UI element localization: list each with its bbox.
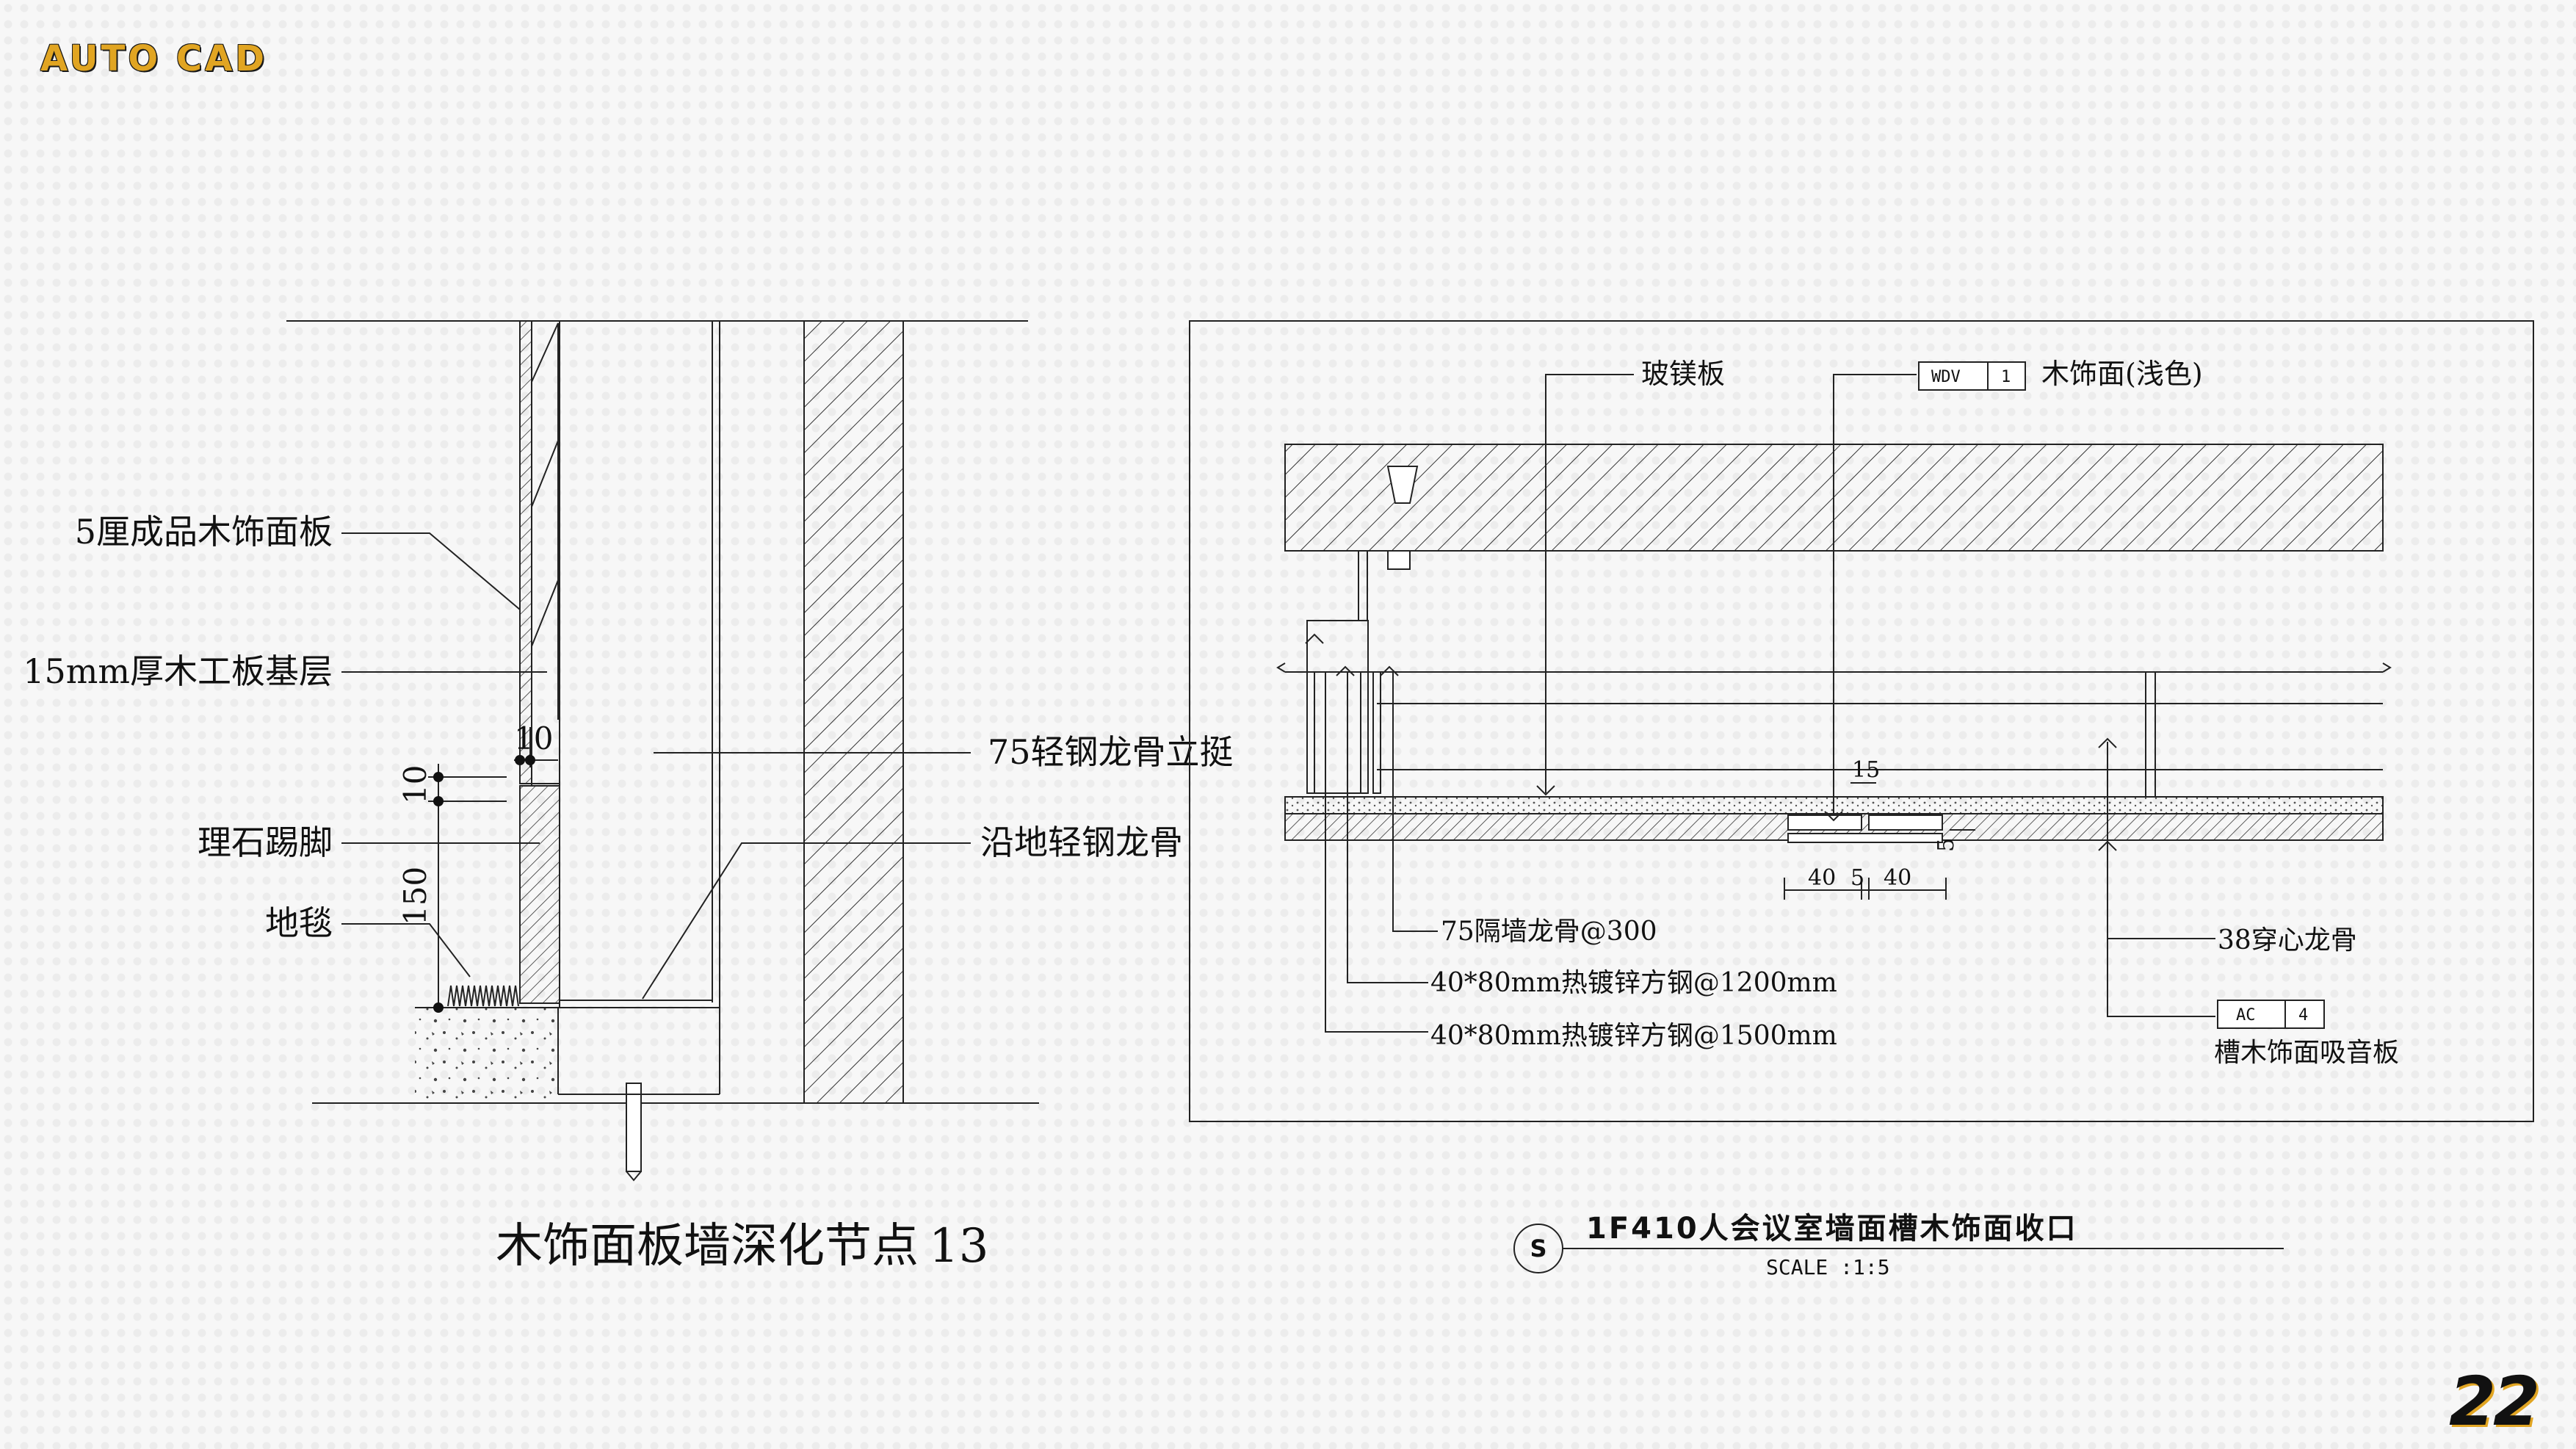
dim-150: 150 <box>397 867 433 925</box>
label-channel-38: 38穿心龙骨 <box>2218 925 2357 955</box>
page-number: 22 <box>2449 1362 2540 1441</box>
label-acoustic-panel: 槽木饰面吸音板 <box>2214 1038 2399 1068</box>
left-title: 木饰面板墙深化节点 <box>496 1219 919 1273</box>
label-mgo-board: 玻镁板 <box>1641 358 1725 390</box>
dim-40-left: 40 <box>1808 865 1836 891</box>
label-floor-track: 沿地轻钢龙骨 <box>980 823 1183 862</box>
label-partition-stud: 75隔墙龙骨@300 <box>1441 917 1657 947</box>
tag-ac-num: 4 <box>2298 1006 2308 1025</box>
dim-10-top: 10 <box>514 720 553 756</box>
right-title: 1F410人会议室墙面槽木饰面收口 <box>1586 1212 2078 1246</box>
dim-10-side: 10 <box>397 765 433 804</box>
left-title-number: 13 <box>929 1219 988 1273</box>
left-dim-dots <box>433 755 535 1013</box>
right-scale: SCALE :1:5 <box>1766 1255 1890 1279</box>
label-steel-tube-1200: 40*80mm热镀锌方钢@1200mm <box>1430 968 1837 998</box>
brand-logo: AUTO CAD <box>40 38 268 79</box>
title-symbol: S <box>1530 1235 1546 1262</box>
label-wood-face: 木饰面(浅色) <box>2041 358 2203 390</box>
dim-40-right: 40 <box>1884 865 1911 891</box>
right-detail-drawing <box>1189 320 2534 1273</box>
dim-5-mid: 5 <box>1850 865 1864 891</box>
label-plywood: 15mm厚木工板基层 <box>23 651 333 691</box>
tag-ac-code: AC <box>2236 1006 2256 1025</box>
tag-wdv-code: WDV <box>1931 368 1961 386</box>
label-wood-panel: 5厘成品木饰面板 <box>75 512 333 552</box>
label-steel-stud: 75轻钢龙骨立挺 <box>988 732 1234 772</box>
tag-wdv-num: 1 <box>2001 368 2011 386</box>
dim-5-right: 5 <box>1933 838 1959 852</box>
dim-15: 15 <box>1852 757 1880 783</box>
label-skirting: 理石踢脚 <box>198 823 333 862</box>
label-steel-tube-1500: 40*80mm热镀锌方钢@1500mm <box>1430 1021 1837 1051</box>
left-detail-drawing <box>286 320 1039 1182</box>
label-carpet: 地毯 <box>265 903 333 943</box>
